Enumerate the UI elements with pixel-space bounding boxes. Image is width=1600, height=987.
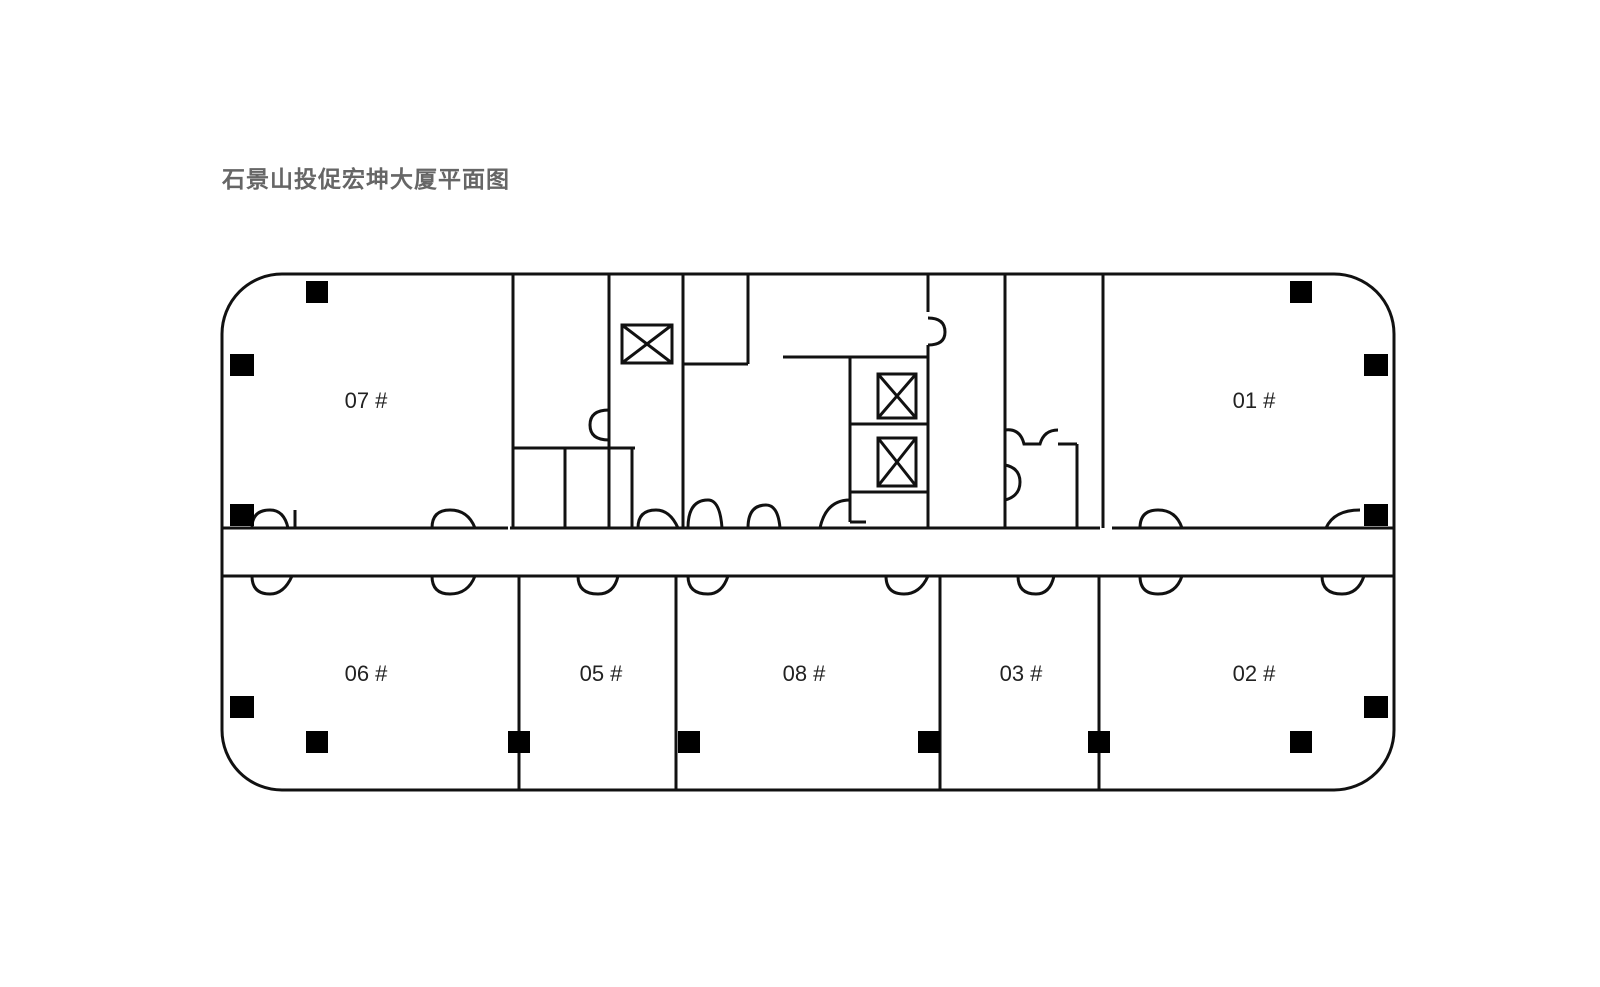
page-title: 石景山投促宏坤大厦平面图 — [222, 167, 510, 193]
room-label-05: 05 # — [580, 661, 624, 686]
room-label-03: 03 # — [1000, 661, 1044, 686]
corridor-walls — [222, 526, 1394, 578]
room-label-07: 07 # — [345, 388, 389, 413]
room-label-01: 01 # — [1233, 388, 1277, 413]
elevator-symbols — [620, 323, 918, 488]
room-label-02: 02 # — [1233, 661, 1277, 686]
room-labels: 07 # 01 # 06 # 05 # 08 # 03 # 02 # — [345, 388, 1277, 686]
room-label-08: 08 # — [783, 661, 827, 686]
door-swings — [250, 316, 1366, 596]
interior-walls — [511, 274, 1105, 790]
room-label-06: 06 # — [345, 661, 389, 686]
structural-columns — [230, 281, 1388, 753]
building-outline — [220, 272, 1396, 792]
